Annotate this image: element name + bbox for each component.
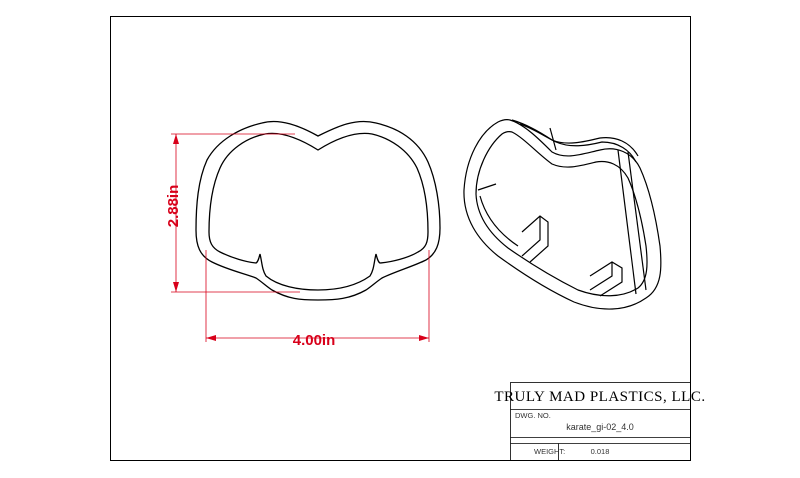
isometric-view (463, 119, 662, 310)
outline-inner (208, 132, 429, 291)
dwg-no-label: DWG. NO. (515, 411, 551, 420)
title-block (510, 382, 691, 461)
iso-rim-back-2 (519, 123, 637, 163)
company-name: TRULY MAD PLASTICS, LLC. (494, 389, 705, 405)
width-arrow-right (419, 335, 429, 341)
weight-label: WEIGHT: (534, 447, 565, 456)
height-dimension-label: 2.88in (165, 185, 182, 228)
iso-notch-left (521, 215, 549, 263)
iso-inner-wall (475, 131, 648, 297)
iso-notch-right (589, 261, 623, 297)
weight-value: 0.018 (591, 447, 610, 456)
height-arrow-bottom (173, 282, 179, 292)
sheet-border (110, 16, 691, 461)
iso-edge-1 (627, 151, 647, 291)
iso-inner-floor (479, 195, 519, 247)
iso-rim-back (511, 119, 639, 157)
iso-outer-wall (463, 119, 662, 310)
width-arrow-left (206, 335, 216, 341)
height-arrow-top (173, 134, 179, 144)
dimensions (171, 133, 430, 342)
iso-edge-2 (617, 149, 637, 295)
iso-edge-3 (549, 127, 557, 151)
outline-outer (195, 120, 441, 301)
iso-shade-1 (477, 183, 497, 191)
title-block-frame (510, 382, 691, 461)
dwg-no-value: karate_gi-02_4.0 (566, 422, 634, 432)
top-view-outline (195, 120, 441, 301)
width-dimension-label: 4.00in (293, 332, 336, 349)
